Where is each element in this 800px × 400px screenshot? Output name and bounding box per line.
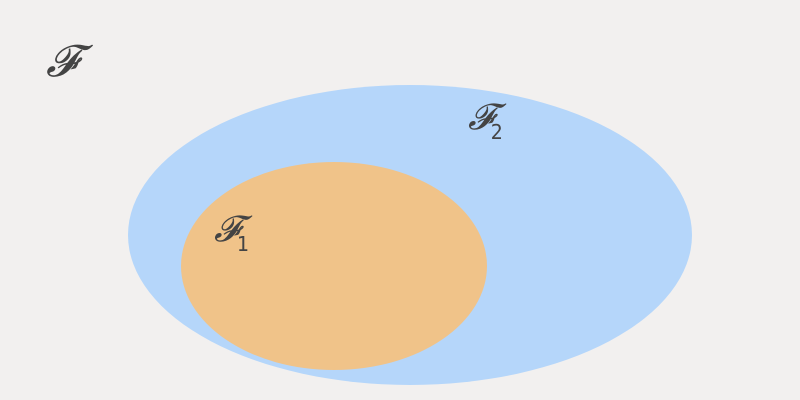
outer-set-symbol: 𝓕 [46,36,79,87]
set-f2-symbol: 𝓕 [468,97,495,138]
outer-set-label: 𝓕 [46,40,78,84]
set-f2-label: 𝓕2 [468,97,503,143]
set-f1-symbol: 𝓕 [214,209,241,250]
set-f2-subscript: 2 [490,120,503,144]
set-f1-subscript: 1 [236,232,249,256]
set-f1-ellipse [181,162,487,370]
set-f1-label: 𝓕1 [214,209,249,255]
